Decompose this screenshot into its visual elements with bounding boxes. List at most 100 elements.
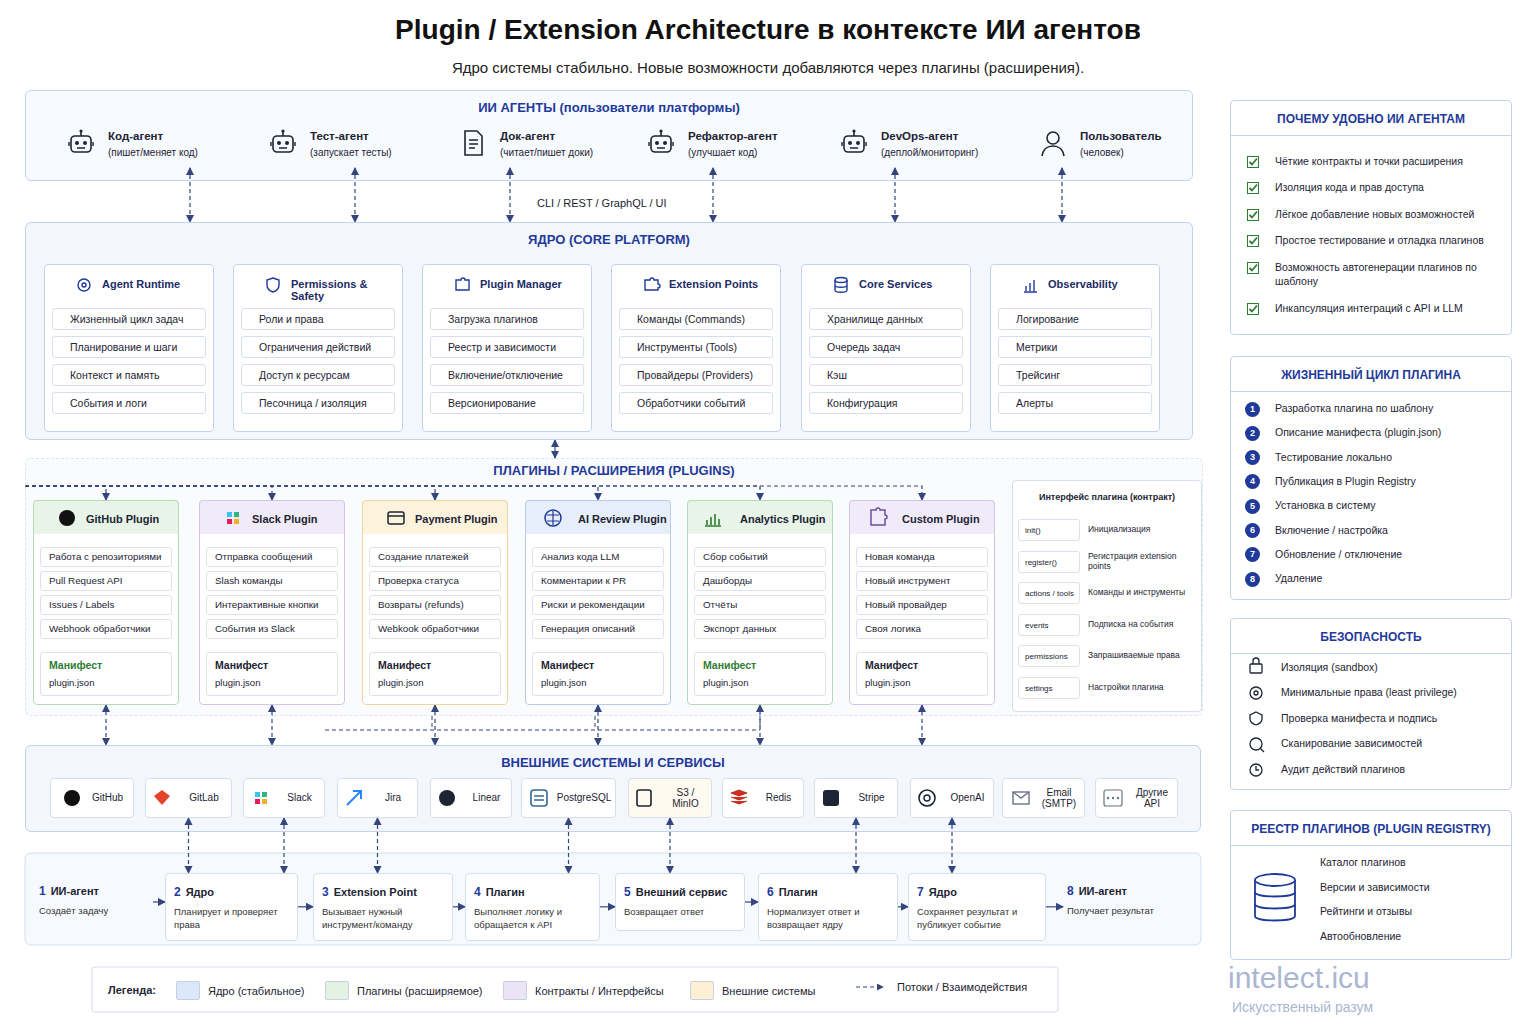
heading-text: Риски и рекомендации <box>541 599 645 610</box>
interface-label: CLI / REST / GraphQL / UI <box>533 196 671 210</box>
flow-step: 3Extension PointВызывает нужный инструме… <box>313 873 453 941</box>
detail-text: Сохраняет результат и публикует событие <box>917 906 1037 932</box>
plugin-card-fill <box>33 534 179 705</box>
feature-item: Роли и права <box>241 308 395 330</box>
heading-text: Дашборды <box>703 575 752 586</box>
heading-text: Новый инструмент <box>865 575 950 586</box>
body-text: Ядро <box>929 886 957 898</box>
manifest-box: Манифестplugin.json <box>369 652 501 696</box>
contract-key: events <box>1018 614 1080 636</box>
contract-key: settings <box>1018 677 1080 699</box>
node-fill <box>619 308 773 330</box>
node-fill <box>990 264 1160 432</box>
list-item: Рейтинги и отзывы <box>1320 905 1500 919</box>
feature-item: Жизненный цикл задач <box>52 308 206 330</box>
node-fill <box>611 264 781 432</box>
node-fill <box>233 264 403 432</box>
service-box: Email (SMTP) <box>1002 778 1085 818</box>
body-text: plugin.json <box>215 677 329 688</box>
manifest-box: Манифестplugin.json <box>40 652 172 696</box>
heading-text: Pull Request API <box>49 575 123 586</box>
node-fill <box>998 308 1152 330</box>
body-text: plugin.json <box>49 677 163 688</box>
heading-text: Манифест <box>378 659 492 671</box>
plugin-interconnect <box>325 716 760 730</box>
list-item: Каталог плагинов <box>1320 856 1500 870</box>
node-fill <box>694 595 826 615</box>
plugin-feature: Работа с репозиториями <box>40 547 172 567</box>
list-item: Удаление <box>1275 572 1500 586</box>
plugin-feature: Отправка сообщений <box>206 547 338 567</box>
manifest-box: Манифестplugin.json <box>206 652 338 696</box>
security-icons <box>1250 658 1264 776</box>
node-fill <box>52 392 206 414</box>
heading-text: События из Slack <box>215 623 295 634</box>
heading-text: 3 <box>322 885 329 899</box>
feature-item: Метрики <box>998 336 1152 358</box>
detail-text: Создаёт задачу <box>39 905 149 918</box>
node-fill <box>206 595 338 615</box>
service-box: S3 / MinIO <box>628 778 712 818</box>
heading-text: Webkook обработчики <box>378 623 479 634</box>
plugin-card-fill <box>199 534 345 705</box>
heading-text: Custom Plugin <box>850 501 994 525</box>
flow-connector <box>921 705 922 745</box>
node-fill <box>809 392 963 414</box>
feature-item: Логирование <box>998 308 1152 330</box>
flow-connector <box>105 705 106 745</box>
legend-item: Плагины (расширяемое) <box>325 981 483 1000</box>
node-fill <box>40 595 172 615</box>
service-box: Slack <box>243 778 325 818</box>
plugin-card: Analytics PluginСбор событийДашбордыОтчё… <box>687 500 833 705</box>
heading-text: Планирование и шаги <box>70 341 177 353</box>
plugin-feature: Возвраты (refunds) <box>369 595 501 615</box>
manifest-box: Манифестplugin.json <box>856 652 988 696</box>
node-fill <box>52 336 206 358</box>
legend-text: Потоки / Взаимодействия <box>897 981 1027 993</box>
node-fill <box>313 873 453 941</box>
list-item: Инкапсуляция интеграций с API и LLM <box>1275 302 1503 316</box>
legend-item: Внешние системы <box>690 981 815 1000</box>
node-fill <box>52 308 206 330</box>
flow-step: 1ИИ-агентСоздаёт задачу <box>35 873 153 931</box>
heading-text: GitLab <box>180 792 228 804</box>
feature-item: Загрузка плагинов <box>430 308 584 330</box>
feature-item: Планирование и шаги <box>52 336 206 358</box>
plugin-feature: Отчёты <box>694 595 826 615</box>
plugin-feature: Анализ кода LLM <box>532 547 664 567</box>
list-item: Проверка манифеста и подпись <box>1281 712 1506 726</box>
feature-item: Песочница / изоляция <box>241 392 395 414</box>
node-fill <box>25 90 1193 181</box>
feature-item: Обработчики событий <box>619 392 773 414</box>
plugin-feature: Webhook обработчики <box>40 619 172 639</box>
flow-connector <box>855 818 856 873</box>
agent-node: Тест-агент(запускает тесты) <box>262 120 432 168</box>
plugin-card-fill <box>849 534 995 705</box>
node-fill <box>694 652 826 696</box>
feature-item: Реестр и зависимости <box>430 336 584 358</box>
feature-item: Кэш <box>809 364 963 386</box>
node-fill <box>206 571 338 591</box>
heading-text: Конфигурация <box>827 397 897 409</box>
flow-connector <box>283 818 284 873</box>
body-text: plugin.json <box>865 677 979 688</box>
agent-node: Док-агент(читает/пишет доки) <box>452 120 622 168</box>
feature-item: Версионирование <box>430 392 584 414</box>
heading-text: 2 <box>174 885 181 899</box>
node-fill <box>628 778 712 818</box>
service-box: Jira <box>337 778 418 818</box>
node-fill <box>1095 778 1178 818</box>
heading-text: Agent Runtime <box>45 265 213 290</box>
heading-text: Сбор событий <box>703 551 768 562</box>
plugin-card-fill <box>362 534 508 705</box>
node-fill <box>809 308 963 330</box>
legend-item: Потоки / Взаимодействия <box>855 981 1027 993</box>
node-fill <box>241 308 395 330</box>
flow-connector <box>189 168 190 222</box>
node-fill <box>722 778 804 818</box>
title: Plugin / Extension Architecture в контек… <box>0 14 1536 46</box>
node-fill <box>25 458 1203 716</box>
plugin-card: Custom PluginНовая командаНовый инструме… <box>849 500 995 705</box>
heading-text: Тест-агент <box>310 130 432 142</box>
list-item: Минимальные права (least privilege) <box>1281 686 1506 700</box>
